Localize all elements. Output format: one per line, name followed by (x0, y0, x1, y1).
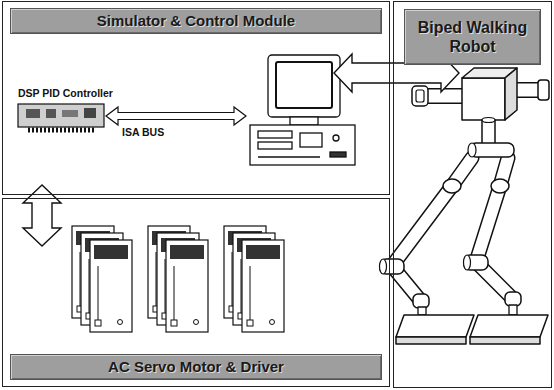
panel-box: Biped Walking Robot (393, 1, 552, 388)
servo-drivers (72, 226, 284, 332)
driver-card (90, 240, 132, 332)
driver-card (166, 240, 208, 332)
panel-heading: Biped Walking Robot (404, 9, 541, 65)
panel-heading: Simulator & Control Module (10, 8, 382, 34)
panel-box: AC Servo Motor & Driver (2, 198, 390, 387)
part-label: ISA BUS (122, 126, 164, 138)
dsp-card (18, 104, 104, 130)
robot-figure (380, 68, 550, 344)
driver-card (242, 240, 284, 332)
part-label: DSP PID Controller (18, 87, 113, 99)
panel-heading: AC Servo Motor & Driver (10, 354, 382, 380)
bus-arrow (106, 107, 246, 125)
